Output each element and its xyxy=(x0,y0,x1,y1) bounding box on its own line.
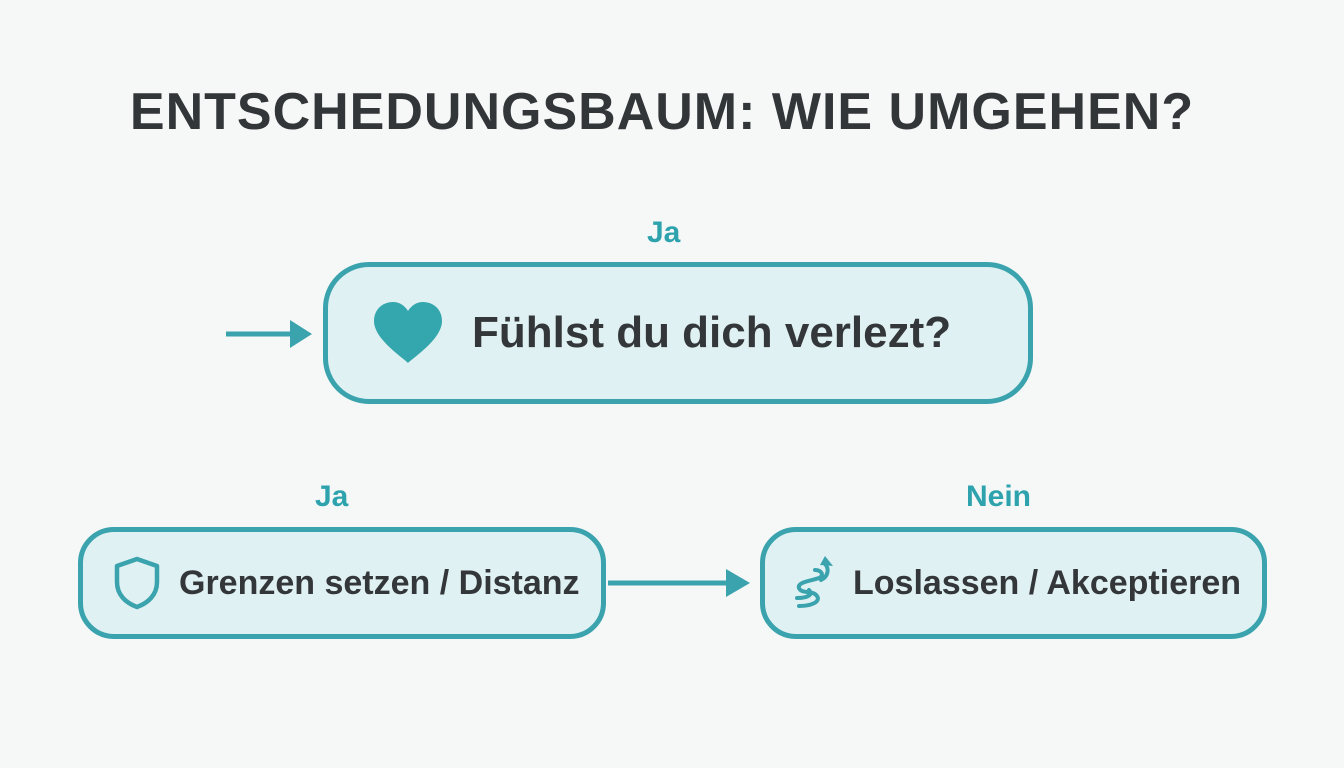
entry-arrow xyxy=(226,320,312,348)
shield-icon xyxy=(109,554,165,612)
question-label: Fühlst du dich verlezt? xyxy=(472,308,952,357)
branch-label-left-ja: Ja xyxy=(315,480,349,513)
heart-icon xyxy=(370,298,446,368)
connector-arrow-boundaries-to-letgo xyxy=(608,569,750,597)
let-go-label: Loslassen / Akceptieren xyxy=(853,563,1242,602)
flow-arrow-icon xyxy=(789,553,839,613)
branch-label-top-ja: Ja xyxy=(647,216,681,249)
boundaries-label: Grenzen setzen / Distanz xyxy=(179,563,580,602)
branch-label-right-nein: Nein xyxy=(966,480,1032,513)
question-node: Fühlst du dich verlezt? xyxy=(323,262,1033,404)
let-go-node: Loslassen / Akceptieren xyxy=(760,527,1267,639)
diagram-title: ENTSCHEDUNGSBAUM: WIE UMGEHEN? xyxy=(129,83,1195,141)
boundaries-node: Grenzen setzen / Distanz xyxy=(78,527,606,639)
